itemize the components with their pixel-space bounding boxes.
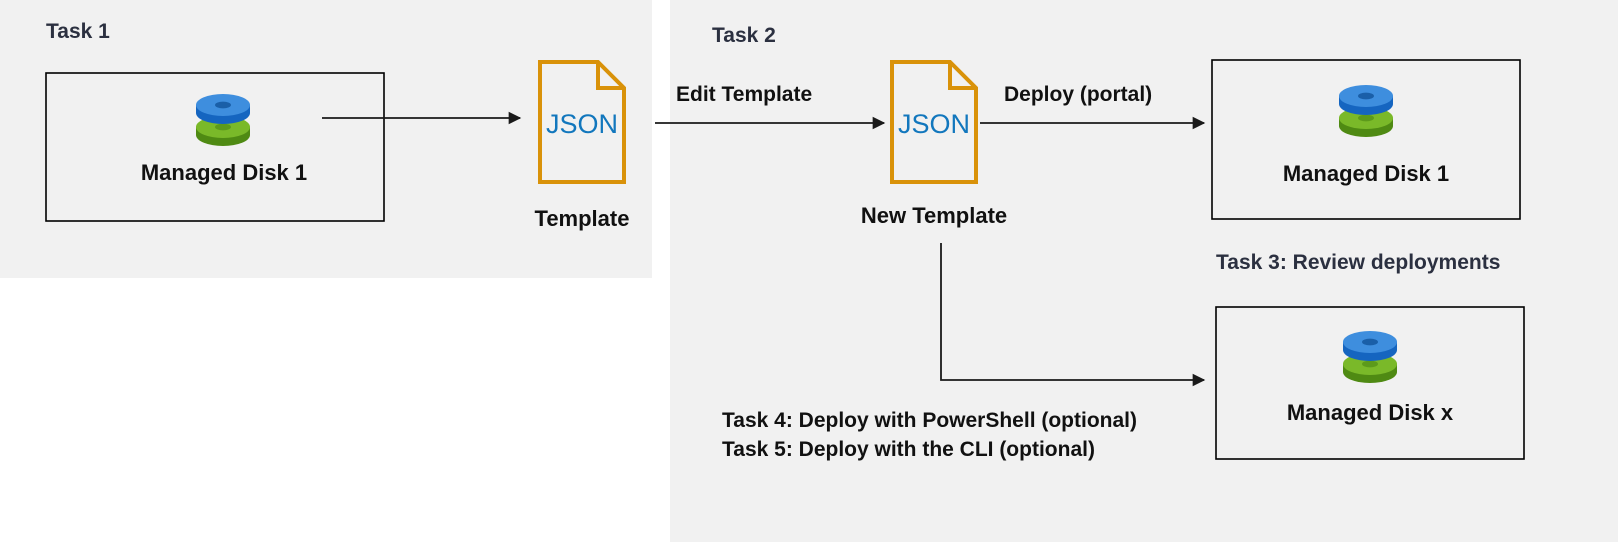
task1-panel	[0, 0, 652, 278]
task2-heading: Task 2	[712, 24, 776, 47]
task1-heading: Task 1	[46, 20, 110, 43]
task1-managed-disk-label: Managed Disk 1	[141, 160, 307, 185]
task2-managed-disk-x-label: Managed Disk x	[1287, 400, 1454, 425]
edit-template-edge-label: Edit Template	[676, 83, 812, 106]
task5-note: Task 5: Deploy with the CLI (optional)	[722, 438, 1095, 461]
task1-template-caption: Template	[535, 206, 630, 231]
arrow-new-template-to-disk-x	[940, 243, 1206, 387]
task2-json-label: JSON	[898, 109, 970, 139]
new-template-caption: New Template	[861, 203, 1007, 228]
managed-disk-icon	[1339, 85, 1393, 137]
task2-managed-disk-x-box: Managed Disk x	[1215, 306, 1525, 460]
task2-managed-disk-1-box: Managed Disk 1	[1211, 59, 1521, 220]
task2-panel	[670, 0, 1618, 542]
managed-disk-icon	[196, 94, 250, 146]
task1-template-file: JSON Template	[535, 60, 630, 231]
deploy-portal-edge-label: Deploy (portal)	[1004, 83, 1152, 106]
managed-disk-icon	[1343, 331, 1397, 383]
task1-managed-disk-box: Managed Disk 1	[45, 72, 385, 222]
task4-note: Task 4: Deploy with PowerShell (optional…	[722, 409, 1137, 432]
task2-managed-disk-1-label: Managed Disk 1	[1283, 161, 1449, 186]
task1-json-label: JSON	[546, 109, 618, 139]
task3-note: Task 3: Review deployments	[1216, 251, 1500, 274]
task2-new-template-file: JSON New Template	[861, 60, 1007, 228]
